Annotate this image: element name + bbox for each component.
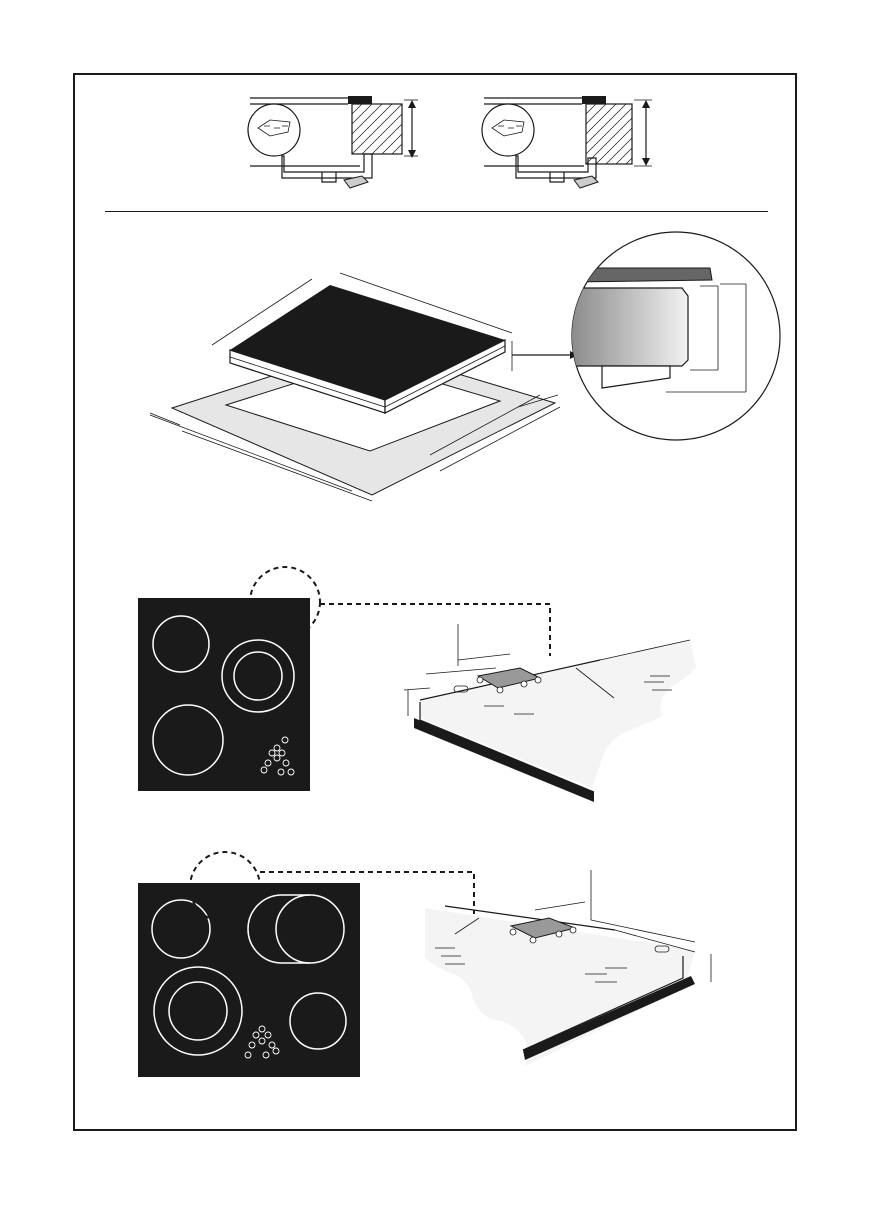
fixing-detail-right bbox=[478, 92, 658, 204]
installation-view-a bbox=[400, 620, 700, 810]
zoom-marker-b bbox=[188, 850, 262, 924]
cutout-diagram bbox=[140, 255, 580, 510]
zoom-marker-a bbox=[248, 565, 322, 639]
edge-zoom-circle bbox=[570, 230, 782, 442]
installation-view-b bbox=[415, 870, 715, 1070]
section-divider bbox=[105, 211, 768, 212]
fixing-detail-left bbox=[244, 92, 424, 204]
